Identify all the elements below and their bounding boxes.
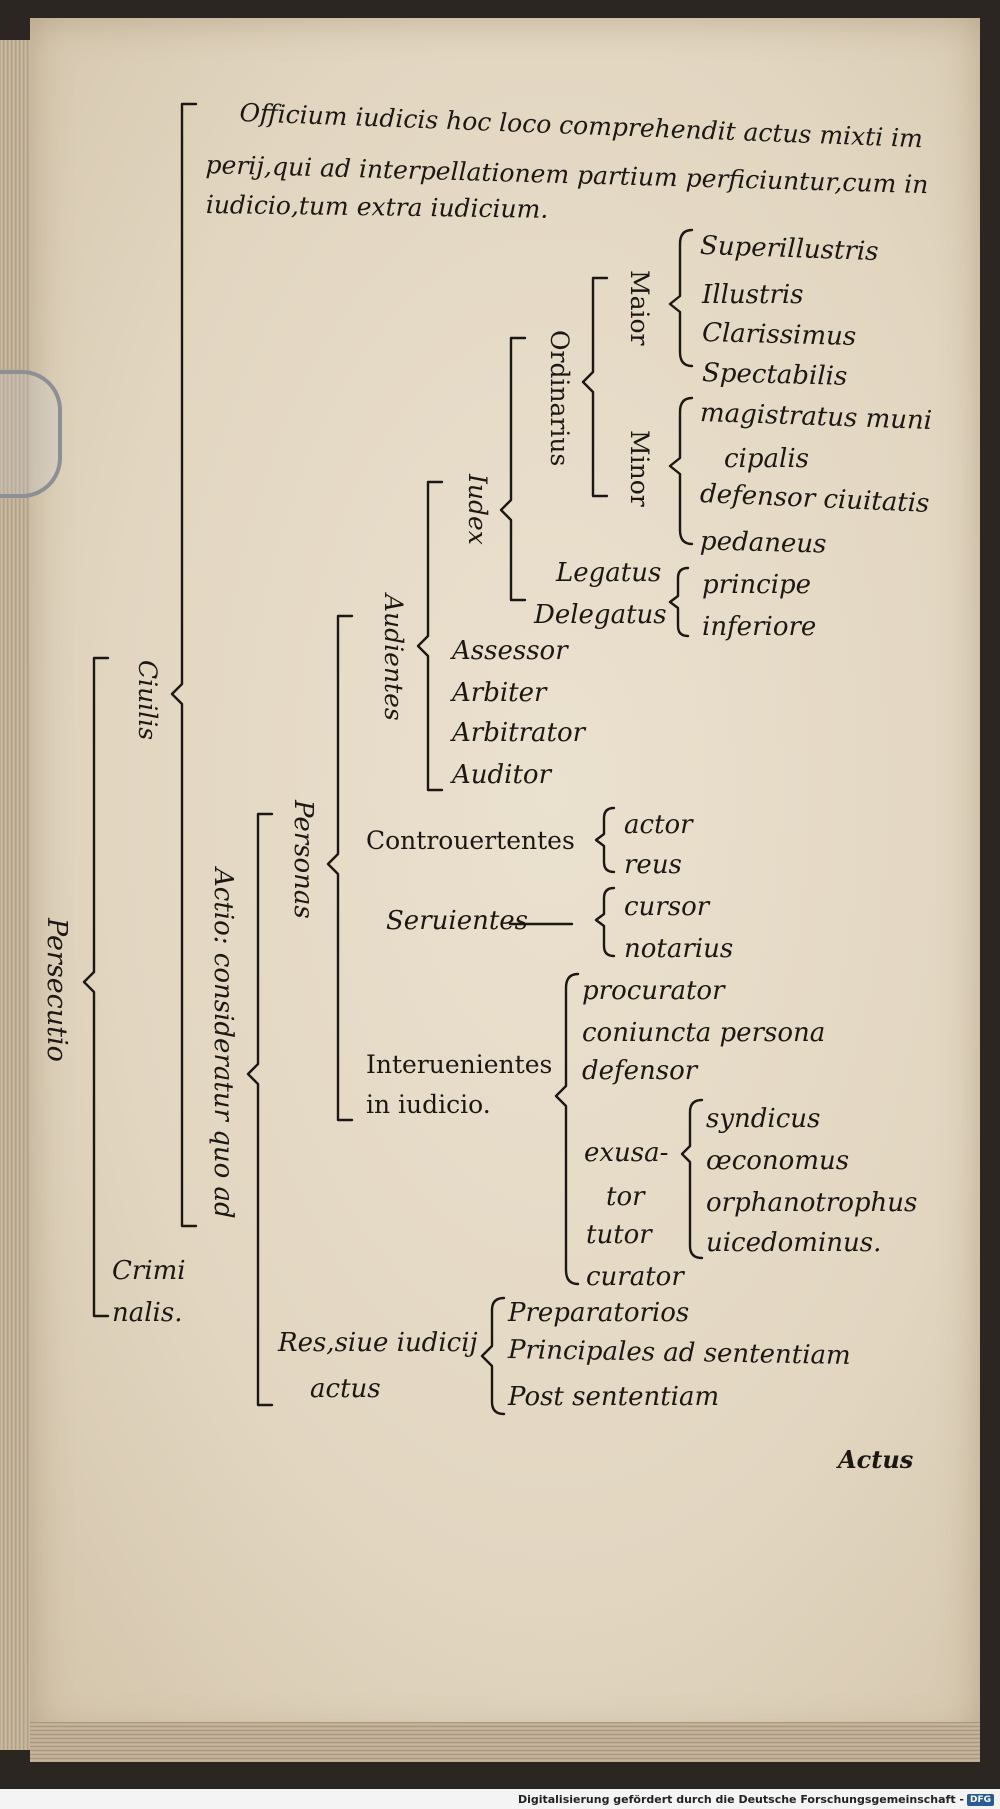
bracket-minor <box>668 396 694 546</box>
bracket-maior <box>668 228 694 368</box>
label-res-1: Res,siue iudicij <box>278 1328 478 1358</box>
label-maior: Maior <box>625 270 654 346</box>
maior-item-superillustris: Superillustris <box>699 230 880 268</box>
exusator-item-syndicus: syndicus <box>706 1104 821 1134</box>
label-criminalis-2: nalis. <box>112 1298 183 1328</box>
footer-bar: Digitalisierung gefördert durch die Deut… <box>0 1789 1000 1809</box>
bracket-res <box>480 1296 506 1416</box>
bracket-persecutio <box>82 656 110 1318</box>
interuenientes-item-coniuncta-persona: coniuncta persona <box>582 1018 826 1048</box>
bracket-controuertentes <box>594 806 616 874</box>
dfg-logo: DFG <box>966 1794 994 1806</box>
audientes-item-arbitrator: Arbitrator <box>452 718 586 748</box>
minor-item-pedaneus: pedaneus <box>699 526 827 560</box>
label-actio: Actio: consideratur quo ad <box>208 868 238 1219</box>
controuertentes-item-actor: actor <box>624 810 693 840</box>
legatus-item-principe: principe <box>702 570 812 600</box>
label-in-iudicio: in iudicio. <box>366 1090 491 1119</box>
label-criminalis-1: Crimi <box>112 1256 186 1286</box>
label-delegatus: Delegatus <box>534 600 667 630</box>
maior-item-spectabilis: Spectabilis <box>701 358 848 392</box>
page-bottom-edge <box>30 1722 980 1762</box>
bracket-actio <box>246 812 274 1407</box>
seruientes-item-notarius: notarius <box>624 934 734 964</box>
audientes-item-auditor: Auditor <box>452 760 552 790</box>
label-legatus: Legatus <box>556 558 662 588</box>
bracket-iudex <box>499 336 527 602</box>
footer-credit: Digitalisierung gefördert durch die Deut… <box>517 1793 964 1806</box>
res-item-principales: Principales ad sententiam <box>507 1335 851 1371</box>
label-res-2: actus <box>310 1374 381 1404</box>
label-persecutio: Persecutio <box>41 918 72 1062</box>
label-personas: Personas <box>288 800 318 919</box>
label-exusator-1: exusa- <box>584 1138 669 1168</box>
label-interuenientes: Interuenientes <box>366 1050 553 1079</box>
page-clip <box>0 370 62 498</box>
exusator-item-uicedominus: uicedominus. <box>706 1228 882 1258</box>
catchword: Actus <box>838 1445 914 1474</box>
label-exusator-2: tor <box>606 1182 645 1212</box>
label-seruientes: Seruientes <box>386 906 528 936</box>
label-iudex: Iudex <box>463 474 492 545</box>
label-controuertentes: Controuertentes <box>366 826 575 855</box>
res-item-preparatorios: Preparatorios <box>508 1298 690 1328</box>
legatus-item-inferiore: inferiore <box>702 612 817 642</box>
seruientes-item-cursor: cursor <box>624 892 710 922</box>
label-ordinarius: Ordinarius <box>545 330 574 467</box>
label-tutor: tutor <box>586 1220 652 1250</box>
label-audientes: Audientes <box>379 594 408 721</box>
exusator-item-oeconomus: œconomus <box>706 1146 850 1176</box>
exusator-item-orphanotrophus: orphanotrophus <box>706 1188 918 1218</box>
res-item-post-sententiam: Post sententiam <box>508 1382 720 1412</box>
bracket-personas <box>326 614 354 1122</box>
controuertentes-item-reus: reus <box>624 850 682 880</box>
interuenientes-item-defensor: defensor <box>582 1056 698 1086</box>
label-curator: curator <box>586 1262 684 1292</box>
bracket-exusator <box>680 1098 704 1260</box>
bracket-audientes <box>416 480 444 792</box>
audientes-item-arbiter: Arbiter <box>452 678 547 708</box>
bracket-legatus <box>668 566 690 638</box>
audientes-item-assessor: Assessor <box>452 636 568 666</box>
book-page <box>30 18 980 1738</box>
label-minor: Minor <box>625 430 654 507</box>
bracket-ciuilis <box>170 102 198 1228</box>
minor-item-magistratus: magistratus muni <box>699 397 933 437</box>
maior-item-illustris: Illustris <box>702 280 804 310</box>
bracket-interuenientes <box>554 972 580 1286</box>
label-ciuilis: Ciuilis <box>133 660 162 741</box>
header-line-3: iudicio,tum extra iudicium. <box>205 190 549 224</box>
bracket-ordinarius <box>581 276 609 498</box>
minor-item-cipalis: cipalis <box>724 444 809 474</box>
bracket-seruientes <box>594 886 616 958</box>
maior-item-clarissimus: Clarissimus <box>701 317 857 353</box>
interuenientes-item-procurator: procurator <box>582 976 725 1006</box>
